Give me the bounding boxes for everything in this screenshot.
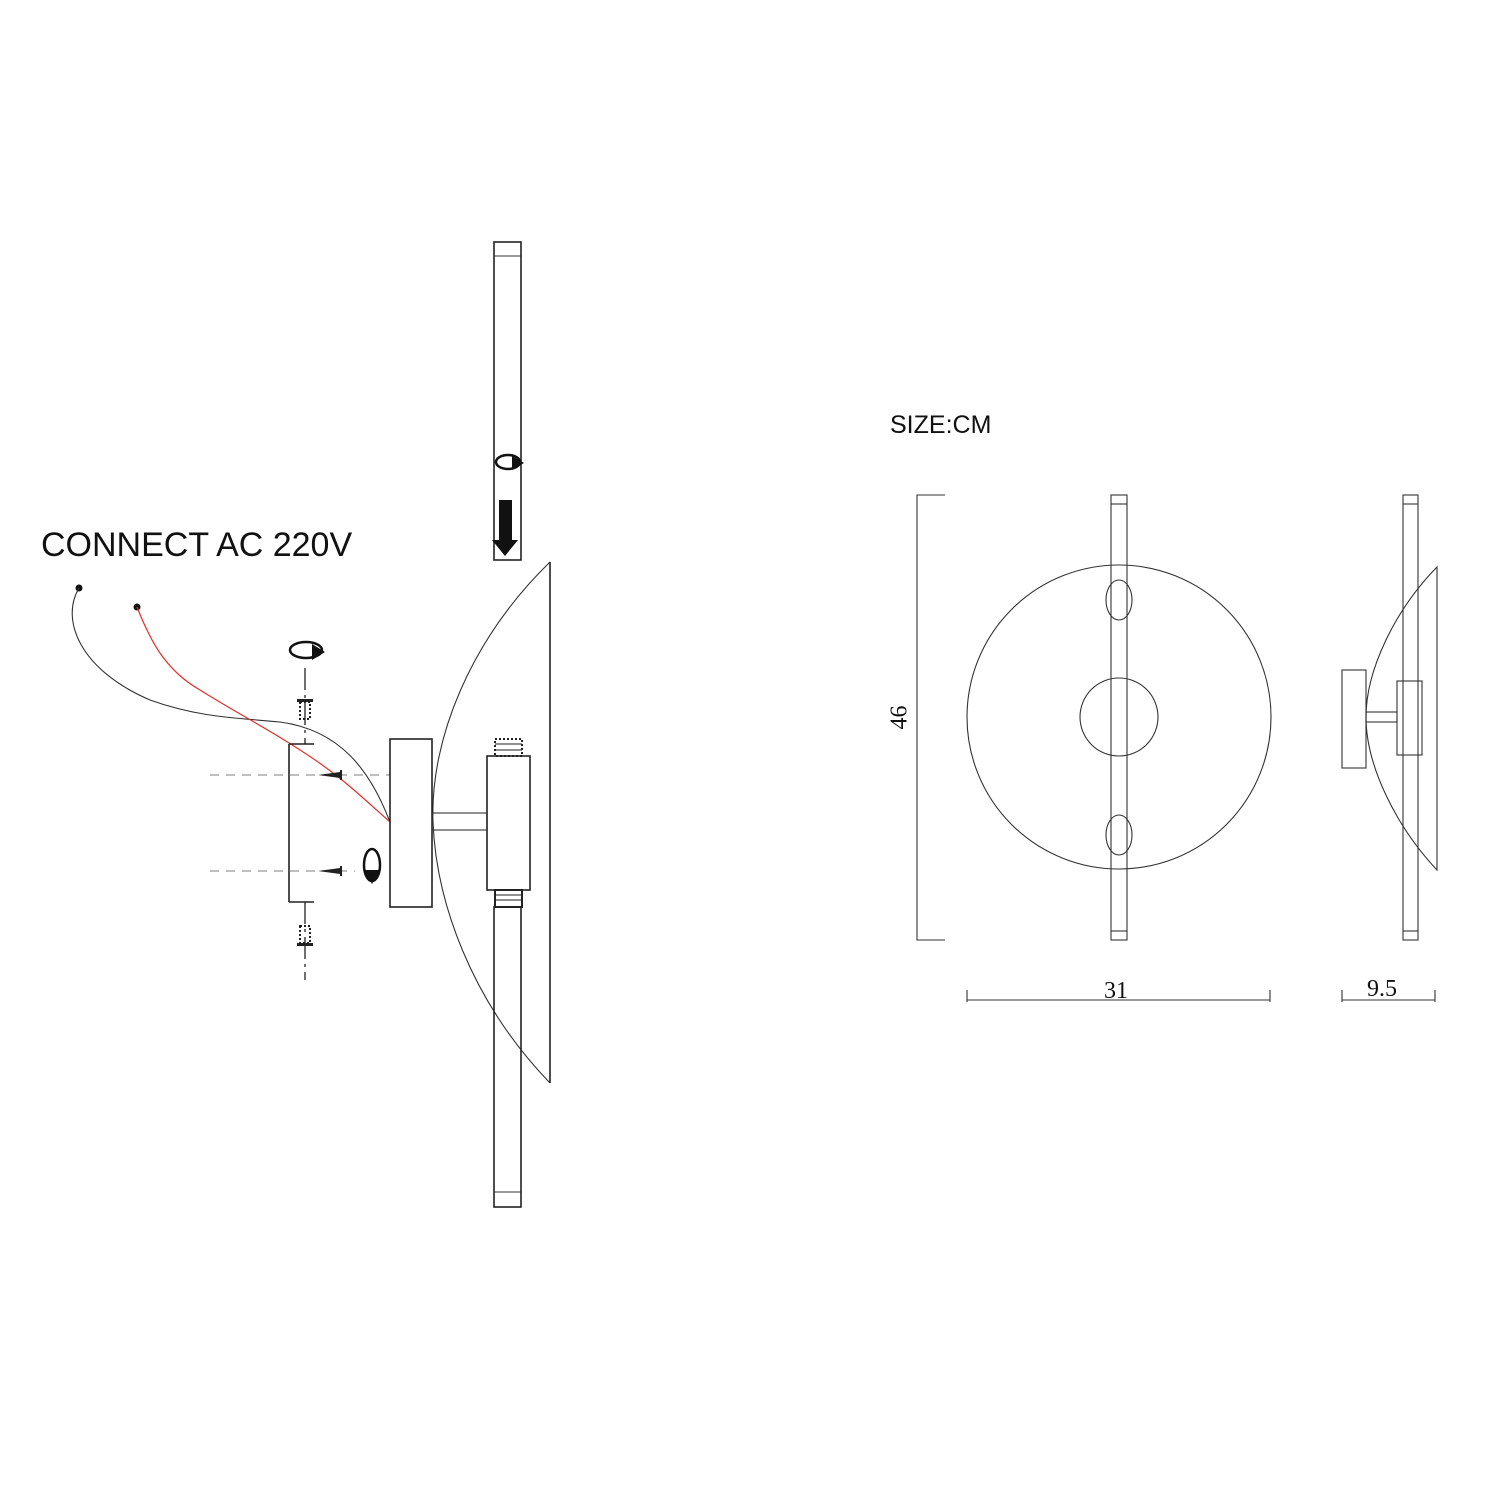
depth-dimension-line [1341, 990, 1436, 1002]
shade-curve [432, 561, 551, 1084]
screw-icon [297, 699, 313, 720]
height-value: 46 [886, 705, 913, 730]
side-view [1341, 494, 1438, 1002]
down-arrow-icon [492, 500, 518, 556]
live-wire [136, 606, 391, 823]
rotate-icon [494, 453, 524, 471]
lamp-assembly [389, 241, 551, 1208]
depth-value: 9.5 [1367, 976, 1397, 1002]
canopy [389, 738, 433, 908]
width-value: 31 [1104, 978, 1128, 1004]
screw-icon [297, 925, 313, 946]
rotate-icon [288, 640, 325, 660]
top-rod [493, 241, 522, 561]
neutral-wire [71, 587, 391, 823]
screw-icon [318, 866, 342, 876]
front-view [916, 494, 1272, 1002]
rotate-icon [362, 847, 382, 884]
power-wires [71, 584, 391, 823]
mounting-bracket [210, 640, 390, 980]
height-dimension-line [916, 494, 945, 941]
bottom-rod [493, 906, 522, 1208]
size-unit-label: SIZE:CM [890, 411, 992, 439]
connect-power-label: CONNECT AC 220V [41, 526, 353, 564]
stem [431, 812, 488, 831]
holder [486, 755, 531, 891]
width-dimension-line [966, 990, 1271, 1002]
shade-disc [966, 564, 1272, 870]
center-hub [1079, 677, 1159, 757]
screw-icon [318, 770, 342, 780]
